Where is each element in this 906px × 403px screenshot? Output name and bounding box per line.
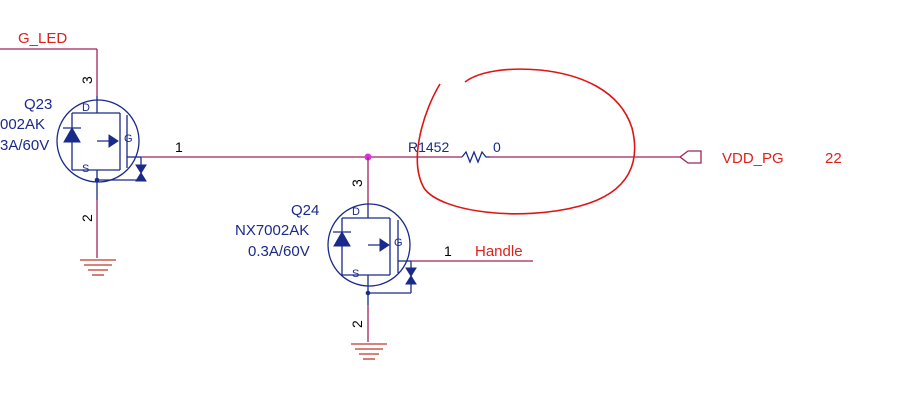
q23-part-number: 002AK [0, 116, 45, 133]
net-main: 1 [141, 139, 462, 203]
q24-pin-g-label: G [394, 237, 403, 249]
q23-pin3-number: 3 [79, 76, 95, 84]
annotation-circle [416, 68, 636, 215]
q24-pin2-number: 2 [349, 320, 365, 328]
q24-pin-d-label: D [352, 206, 360, 218]
q24-rating: 0.3A/60V [248, 243, 310, 260]
q24-pin1-number: 1 [444, 243, 452, 259]
net-g-led: G_LED [0, 30, 98, 96]
offpage-connector [678, 150, 702, 164]
q24-refdes: Q24 [291, 202, 319, 219]
q23-pin-s-label: S [82, 163, 89, 175]
vdd-pg-page-ref: 22 [825, 150, 842, 167]
q23-ground: 2 [79, 200, 116, 276]
q23-pin1-number: 1 [175, 139, 183, 155]
net-label-g-led: G_LED [18, 30, 67, 47]
q23-pin-g-label: G [124, 133, 133, 145]
net-handle: 1 Handle [411, 243, 533, 262]
r1452-refdes: R1452 [408, 139, 449, 155]
mosfet-q24: 3 D S G Q24 NX7002AK 0.3A/60V [235, 179, 417, 305]
q24-ground: 2 [349, 305, 387, 360]
q24-part-number: NX7002AK [235, 222, 309, 239]
q23-pin2-number: 2 [79, 214, 95, 222]
resistor-r1452: R1452 0 [408, 139, 501, 164]
q24-pin-s-label: S [352, 268, 359, 280]
q23-pin-d-label: D [82, 102, 90, 114]
net-label-vdd-pg: VDD_PG [722, 150, 784, 167]
q24-pin3-number: 3 [349, 179, 365, 187]
net-vdd-pg: VDD_PG 22 [490, 150, 842, 167]
net-label-handle: Handle [475, 243, 523, 260]
mosfet-q23: 3 D S G Q23 002AK 3A/60V [0, 76, 147, 200]
q23-refdes: Q23 [24, 96, 52, 113]
q23-rating: 3A/60V [0, 137, 49, 154]
r1452-value: 0 [493, 139, 501, 155]
